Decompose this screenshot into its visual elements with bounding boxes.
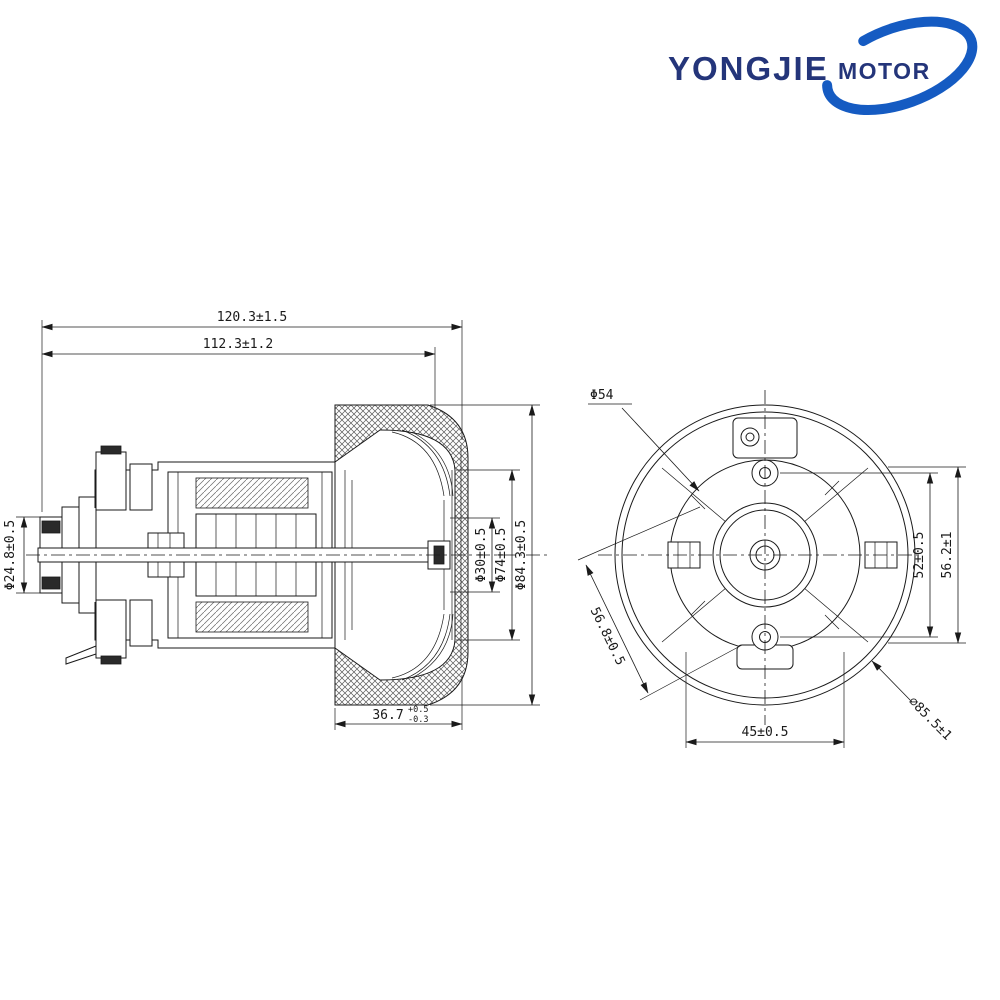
logo-brand-text: YONGJIE: [668, 50, 829, 87]
svg-text:Φ74±0.5: Φ74±0.5: [494, 528, 509, 583]
housing-notches: [690, 480, 840, 630]
svg-text:⌀85.5±1: ⌀85.5±1: [905, 694, 954, 743]
dim-height-52: 52±0.5: [780, 472, 938, 638]
dim-dia-74: Φ74±0.5: [456, 469, 520, 641]
dim-depth-36-7: 36.7 +0.5 -0.3: [334, 675, 463, 730]
logo-word-text: MOTOR: [838, 58, 931, 84]
logo: YONGJIE MOTOR: [668, 16, 978, 115]
logo-swoosh-icon: [822, 16, 978, 115]
bottom-bracket: [736, 623, 794, 670]
svg-text:56.2±1: 56.2±1: [940, 532, 955, 579]
lead-tab: [65, 645, 97, 665]
brush-towers: [65, 445, 153, 665]
side-view: 120.3±1.5 112.3±1.2 Φ24.8±0.5 Φ30±0.5 Φ7…: [3, 310, 548, 730]
dim-dia-30: Φ30±0.5: [450, 517, 500, 593]
dim-length-112: 112.3±1.2: [41, 337, 436, 410]
dim-width-45: 45±0.5: [685, 652, 845, 748]
svg-text:-0.3: -0.3: [408, 715, 428, 725]
svg-text:120.3±1.5: 120.3±1.5: [217, 310, 287, 325]
coil-top: [195, 477, 309, 509]
svg-text:+0.5: +0.5: [408, 705, 428, 715]
svg-text:112.3±1.2: 112.3±1.2: [203, 337, 273, 352]
svg-text:Φ24.8±0.5: Φ24.8±0.5: [3, 520, 18, 590]
front-view: Φ54 52±0.5 56.2±1 56.8±0.5 ⌀85.5±1: [577, 388, 966, 748]
svg-text:45±0.5: 45±0.5: [742, 725, 789, 740]
dim-height-56-2: 56.2±1: [888, 466, 966, 644]
svg-text:Φ30±0.5: Φ30±0.5: [474, 528, 489, 583]
svg-text:Φ54: Φ54: [590, 388, 614, 403]
svg-text:Φ84.3±0.5: Φ84.3±0.5: [514, 520, 529, 590]
svg-text:52±0.5: 52±0.5: [912, 532, 927, 579]
coil-bottom: [195, 601, 309, 633]
outer-shell-circle: [614, 404, 916, 706]
dim-dia-24-8: Φ24.8±0.5: [3, 516, 40, 594]
dim-overall-length: 120.3±1.5: [41, 310, 463, 512]
svg-text:36.7: 36.7: [372, 708, 403, 723]
dim-dia-85-5: ⌀85.5±1: [871, 660, 955, 744]
svg-text:56.8±0.5: 56.8±0.5: [587, 605, 628, 668]
dim-dia-84-3: Φ84.3±0.5: [430, 404, 540, 706]
dim-dia-54: Φ54: [588, 388, 700, 492]
